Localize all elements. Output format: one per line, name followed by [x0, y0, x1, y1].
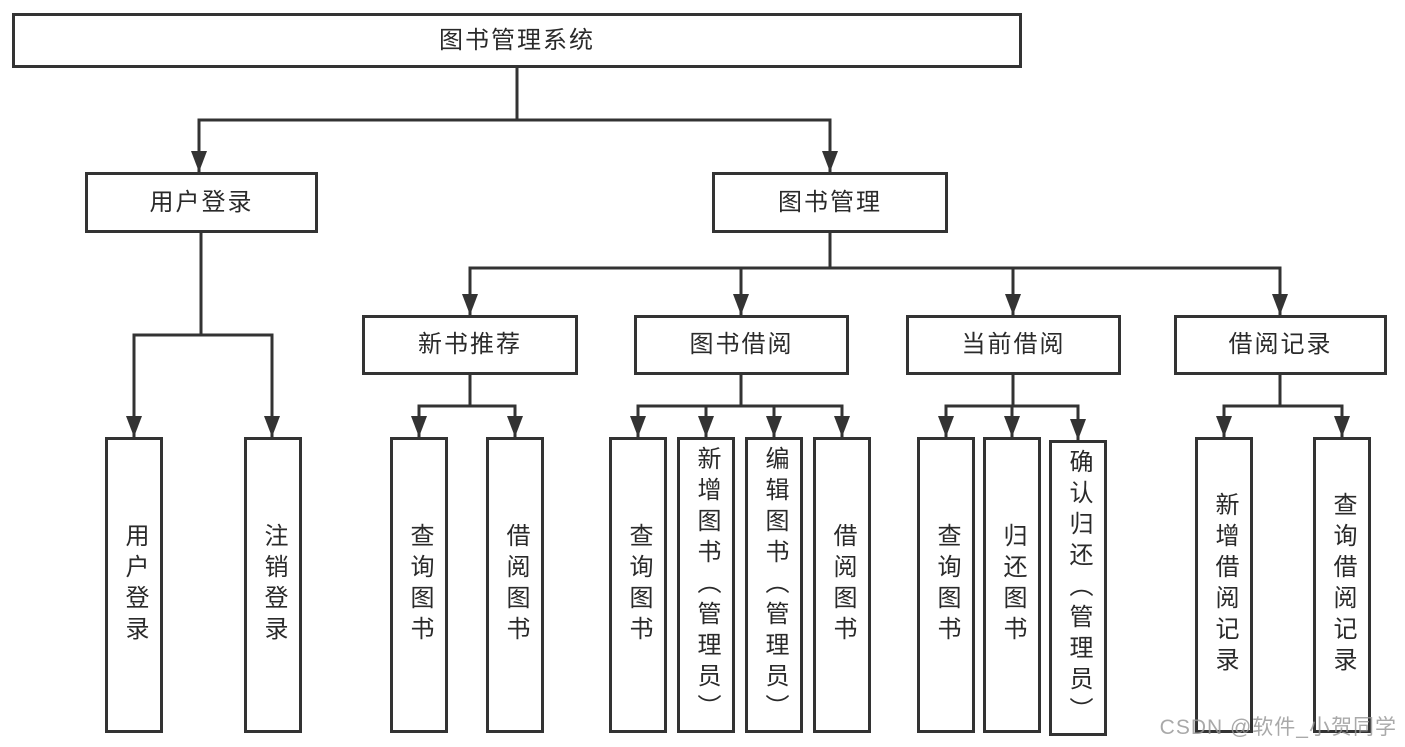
node-label: 查询借阅记录	[1329, 492, 1356, 678]
connector-borrowing-records-children	[1216, 375, 1350, 437]
node-bb-edit-books: 编辑图书（管理员）	[745, 437, 803, 733]
node-label: 编辑图书（管理员）	[761, 445, 788, 725]
connector-user-login-children	[126, 233, 280, 437]
node-root: 图书管理系统	[12, 13, 1022, 68]
node-label: 新增借阅记录	[1211, 492, 1238, 678]
node-label: 查询图书	[406, 523, 433, 647]
node-label: 新增图书（管理员）	[693, 445, 720, 725]
node-user-login: 用户登录	[85, 172, 318, 233]
node-bb-add-books: 新增图书（管理员）	[677, 437, 735, 733]
node-br-query-record: 查询借阅记录	[1313, 437, 1371, 733]
node-leaf-logout: 注销登录	[244, 437, 302, 733]
node-br-add-record: 新增借阅记录	[1195, 437, 1253, 733]
csdn-watermark: CSDN @软件_小贺同学	[1159, 716, 1397, 739]
node-label: 新书推荐	[418, 331, 522, 358]
node-cb-confirm-return: 确认归还（管理员）	[1049, 440, 1107, 736]
node-label: 查询图书	[933, 523, 960, 647]
node-cb-return-books: 归还图书	[983, 437, 1041, 733]
node-cb-query-books: 查询图书	[917, 437, 975, 733]
node-label: 当前借阅	[961, 331, 1066, 358]
node-label: 用户登录	[149, 188, 254, 216]
node-current-borrowing: 当前借阅	[906, 315, 1121, 375]
node-label: 归还图书	[999, 523, 1026, 647]
node-bb-query-books: 查询图书	[609, 437, 667, 733]
connector-root-to-level2	[191, 68, 838, 172]
node-label: 图书借阅	[689, 331, 794, 358]
node-label: 图书管理系统	[439, 26, 595, 54]
node-book-borrowing: 图书借阅	[634, 315, 849, 375]
node-label: 图书管理	[778, 188, 882, 216]
node-book-management: 图书管理	[712, 172, 948, 233]
node-borrowing-records: 借阅记录	[1174, 315, 1387, 375]
connector-new-book-recommend-children	[411, 375, 523, 437]
node-bb-borrow-books: 借阅图书	[813, 437, 871, 733]
connector-book-borrowing-children	[630, 375, 850, 437]
node-label: 借阅记录	[1228, 331, 1333, 358]
node-label: 注销登录	[260, 523, 287, 647]
node-leaf-user-login: 用户登录	[105, 437, 163, 733]
node-rec-borrow-books: 借阅图书	[486, 437, 544, 733]
node-label: 借阅图书	[502, 523, 529, 647]
node-label: 借阅图书	[829, 523, 856, 647]
node-label: 确认归还（管理员）	[1065, 448, 1092, 728]
node-label: 查询图书	[625, 523, 652, 647]
node-label: 用户登录	[121, 523, 148, 647]
connector-book-management-children	[462, 233, 1288, 315]
node-new-book-recommend: 新书推荐	[362, 315, 578, 375]
node-rec-query-books: 查询图书	[390, 437, 448, 733]
connector-current-borrowing-children	[938, 375, 1086, 440]
